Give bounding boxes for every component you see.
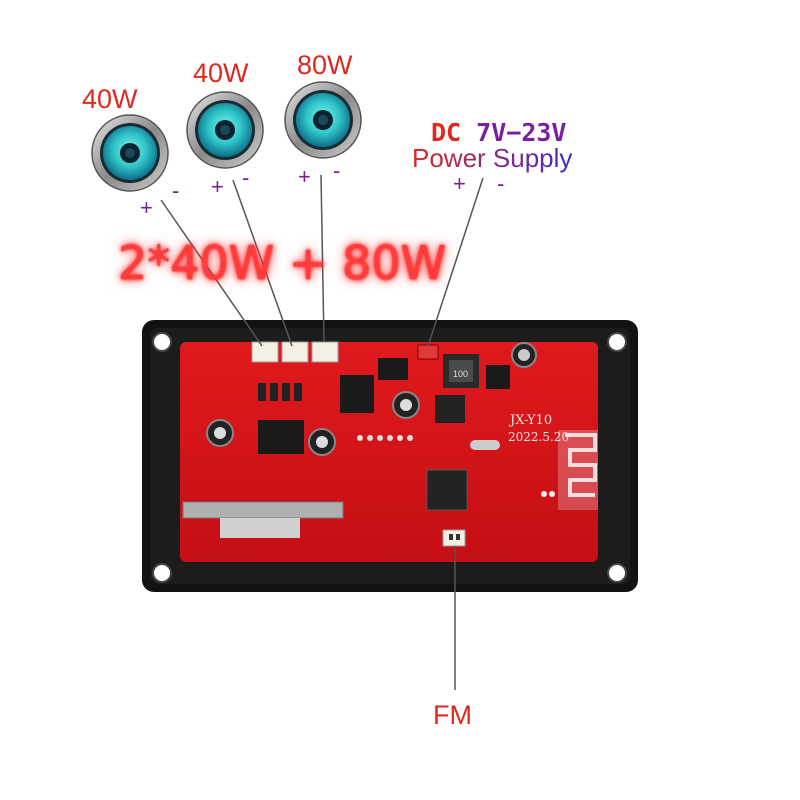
dc-label: DC: [431, 118, 462, 147]
speaker-connector-1: [251, 341, 279, 363]
power-supply-text: Power Supply: [412, 143, 573, 173]
power-connector: [417, 344, 439, 360]
speaker-1-plus: +: [140, 195, 153, 220]
speaker-left: [91, 114, 169, 192]
speaker-2-minus: -: [242, 165, 250, 190]
voltage-range: 7V−23V: [476, 118, 567, 147]
leader-lines: [160, 174, 484, 690]
board-date: 2022.5.20: [508, 430, 569, 444]
speaker-connector-2: [281, 341, 309, 363]
board-model: JX-Y10: [508, 413, 552, 428]
speaker-3-power: 80W: [297, 50, 353, 80]
speaker-1-power: 40W: [82, 84, 138, 114]
power-minus: -: [497, 171, 505, 196]
speaker-2-power: 40W: [193, 58, 249, 88]
speaker-2-plus: +: [211, 174, 224, 199]
power-supply-voltage: DC 7V−23V: [431, 120, 566, 145]
speaker-1-minus: -: [172, 178, 180, 203]
power-plus: +: [453, 171, 466, 196]
pcb: [180, 341, 598, 562]
speaker-middle: [186, 91, 264, 169]
inductor-label: 100: [453, 369, 468, 379]
speaker-connector-3: [311, 341, 339, 363]
headline-power: 2*40W + 80W: [118, 236, 447, 290]
power-supply-label: Power Supply: [412, 145, 572, 171]
fm-label: FM: [433, 700, 472, 730]
speaker-3-plus: +: [298, 164, 311, 189]
speaker-right: [284, 81, 362, 159]
fm-connector: [442, 529, 466, 547]
speaker-3-minus: -: [333, 158, 341, 183]
